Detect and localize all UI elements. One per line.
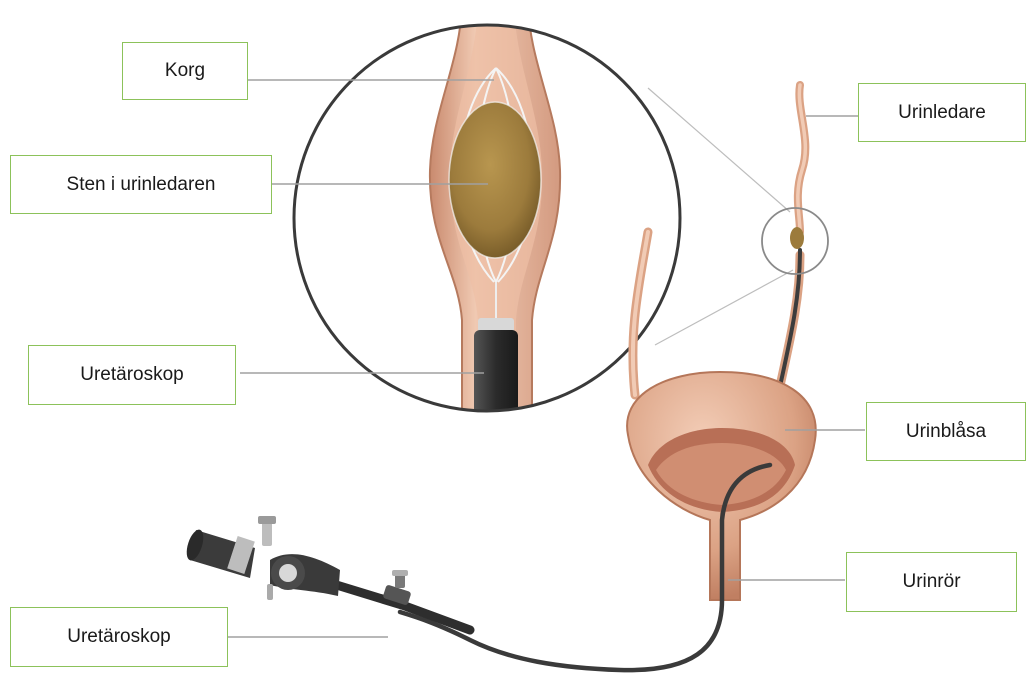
label-sten-i-urinledaren: Sten i urinledaren bbox=[10, 155, 272, 214]
label-uretaroskop-lower: Uretäroskop bbox=[10, 607, 228, 667]
label-korg: Korg bbox=[122, 42, 248, 100]
ureteroscope-magnified bbox=[474, 330, 518, 430]
label-urinror: Urinrör bbox=[846, 552, 1017, 612]
label-urinledare: Urinledare bbox=[858, 83, 1026, 142]
magnified-view bbox=[294, 0, 680, 430]
label-uretaroskop-upper: Uretäroskop bbox=[28, 345, 236, 405]
label-urinblasa: Urinblåsa bbox=[866, 402, 1026, 461]
